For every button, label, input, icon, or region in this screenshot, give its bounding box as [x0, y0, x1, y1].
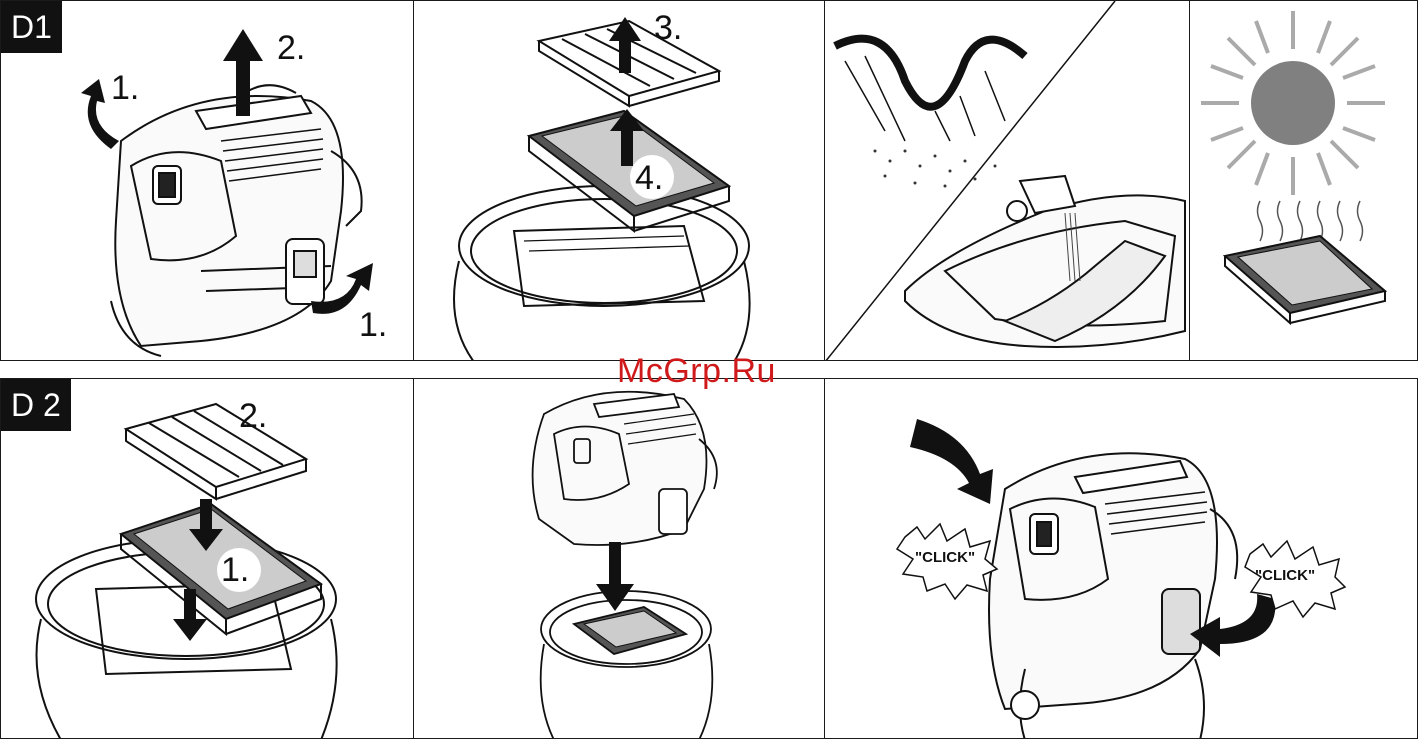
- step-label: 3.: [654, 9, 682, 48]
- d1-panel-dry-filter: [1189, 0, 1418, 361]
- filter-icon: [1225, 236, 1385, 323]
- d1-panel-clean-filter: [824, 0, 1190, 361]
- d1-panel-remove-filter: 3. 4.: [413, 0, 825, 361]
- d2-panel-place-head: [413, 378, 825, 739]
- step-label: 1.: [221, 551, 249, 590]
- d2-panel-insert-filter: D 2 2. 1.: [0, 378, 414, 739]
- filter-cleaning-illustration: [825, 1, 1190, 361]
- step-label: 2.: [239, 397, 267, 436]
- sun-icon: [1201, 11, 1385, 195]
- container-filter-illustration: [414, 1, 825, 361]
- place-head-illustration: [414, 379, 825, 739]
- d2-panel-lock-head: "CLICK" "CLICK": [824, 378, 1418, 739]
- drying-illustration: [1190, 1, 1418, 361]
- lock-head-illustration: [825, 379, 1418, 739]
- section-tag-d1: D1: [1, 1, 62, 53]
- vacuum-head-illustration: [1, 1, 414, 361]
- step-label: 2.: [277, 29, 305, 68]
- arrow-curved-icon: [910, 419, 993, 504]
- step-label: 1.: [359, 306, 387, 345]
- section-tag-d2: D 2: [1, 379, 71, 431]
- watermark: McGrp.Ru: [617, 352, 776, 391]
- click-label-left: "CLICK": [915, 549, 975, 566]
- step-label: 4.: [635, 159, 663, 198]
- click-label-right: "CLICK": [1255, 567, 1315, 584]
- insert-filter-illustration: [1, 379, 414, 739]
- step-label: 1.: [111, 69, 139, 108]
- d1-panel-unlock-lid: D1 1. 2. 1.: [0, 0, 414, 361]
- heat-waves-icon: [1258, 201, 1363, 241]
